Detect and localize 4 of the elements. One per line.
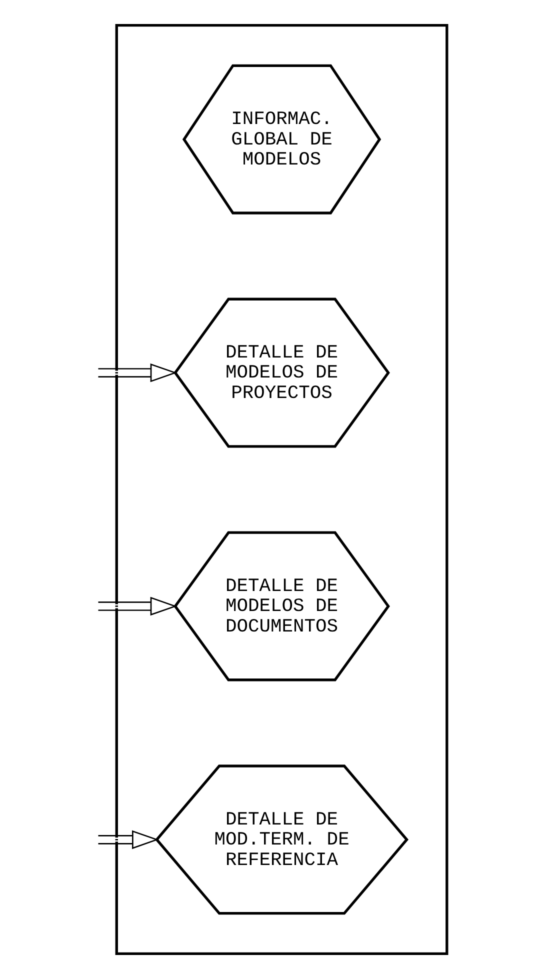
cluster [115, 24, 448, 956]
arrow [98, 830, 159, 850]
arrow [98, 596, 178, 616]
arrow [98, 363, 178, 382]
